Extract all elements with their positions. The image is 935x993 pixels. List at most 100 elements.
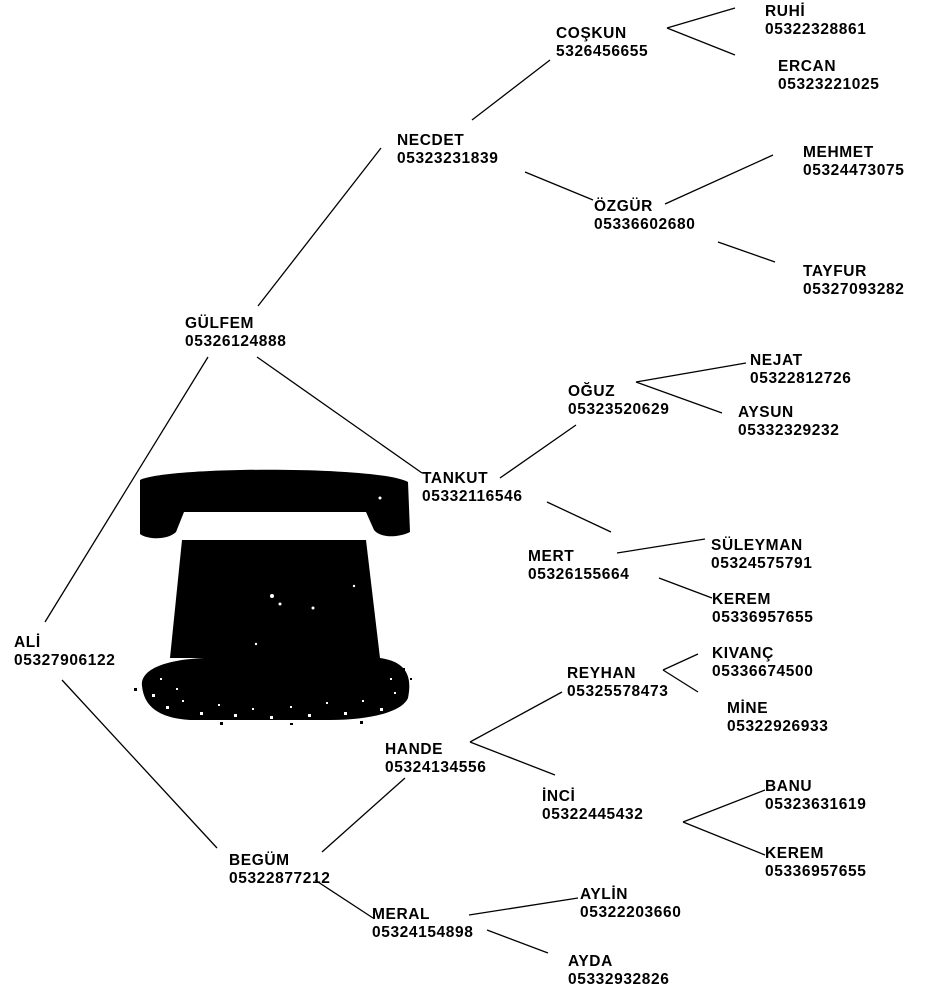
edge-oguz-nejat: [635, 362, 747, 383]
person-name: AYLİN: [580, 886, 629, 903]
edge-reyhan-mine: [662, 669, 699, 693]
edge-mert-suleyman: [616, 538, 706, 554]
person-node-reyhan: REYHAN 05325578473: [567, 665, 668, 701]
person-phone: 05332932826: [568, 971, 670, 988]
edge-inci-kerem: [682, 821, 766, 856]
edge-coskun-ruhi: [666, 7, 736, 29]
person-name: BEGÜM: [229, 852, 290, 869]
person-phone: 05336602680: [594, 216, 696, 233]
person-node-ozgur: ÖZGÜR 05336602680: [594, 198, 695, 234]
person-phone: 05332329232: [738, 422, 840, 439]
edge-ozgur-tayfur: [717, 241, 776, 263]
person-name: REYHAN: [567, 665, 637, 682]
person-node-suleyman: SÜLEYMAN 05324575791: [711, 537, 812, 573]
person-phone: 05322328861: [765, 21, 867, 38]
person-name: COŞKUN: [556, 25, 627, 42]
person-name: MERT: [528, 548, 575, 565]
person-name: MİNE: [727, 700, 769, 717]
person-phone: 05322445432: [542, 806, 644, 823]
person-node-aylin: AYLİN 05322203660: [580, 886, 681, 922]
person-node-hande: HANDE 05324134556: [385, 741, 486, 777]
person-node-tankut: TANKUT 05332116546: [422, 470, 523, 506]
person-phone: 05324575791: [711, 555, 813, 572]
person-node-banu: BANU 05323631619: [765, 778, 866, 814]
person-name: NEJAT: [750, 352, 803, 369]
person-phone: 05327093282: [803, 281, 905, 298]
person-node-ercan: ERCAN 05323221025: [778, 58, 879, 94]
edge-begum-hande: [321, 777, 406, 853]
person-node-ruhi: RUHİ 05322328861: [765, 3, 866, 39]
person-node-mehmet: MEHMET 05324473075: [803, 144, 904, 180]
person-phone: 05323221025: [778, 76, 880, 93]
person-node-kerem-1: KEREM 05336957655: [712, 591, 813, 627]
person-name: MEHMET: [803, 144, 874, 161]
person-name: ALİ: [14, 634, 41, 651]
edge-gulfem-necdet: [257, 147, 382, 307]
person-phone: 05336957655: [765, 863, 867, 880]
edge-coskun-ercan: [666, 27, 736, 56]
person-phone: 05326124888: [185, 333, 287, 350]
edge-tankut-mert: [546, 501, 612, 533]
person-name: ERCAN: [778, 58, 837, 75]
person-node-ayda: AYDA 05332932826: [568, 953, 669, 989]
person-name: HANDE: [385, 741, 444, 758]
edge-necdet-coskun: [471, 59, 551, 121]
rotary-telephone-icon: [134, 469, 412, 725]
edge-necdet-ozgur: [524, 171, 594, 201]
person-phone: 05336674500: [712, 663, 814, 680]
person-name: TANKUT: [422, 470, 489, 487]
person-name: OĞUZ: [568, 383, 616, 400]
person-node-necdet: NECDET 05323231839: [397, 132, 498, 168]
person-name: MERAL: [372, 906, 431, 923]
edge-hande-reyhan: [469, 691, 563, 743]
edge-begum-meral: [314, 879, 374, 919]
person-node-oguz: OĞUZ 05323520629: [568, 383, 669, 419]
person-phone: 05324134556: [385, 759, 487, 776]
edge-tankut-oguz: [499, 424, 577, 479]
edge-reyhan-kivanc: [662, 653, 699, 671]
person-node-aysun: AYSUN 05332329232: [738, 404, 839, 440]
person-name: AYSUN: [738, 404, 794, 421]
person-phone: 05325578473: [567, 683, 669, 700]
person-name: İNCİ: [542, 788, 576, 805]
person-node-begum: BEGÜM 05322877212: [229, 852, 330, 888]
person-name: KEREM: [712, 591, 771, 608]
edge-mert-kerem: [658, 577, 713, 599]
edge-oguz-aysun: [635, 381, 723, 414]
person-phone: 05322877212: [229, 870, 331, 887]
person-phone: 05332116546: [422, 488, 523, 505]
person-phone: 05323631619: [765, 796, 867, 813]
person-phone: 05336957655: [712, 609, 814, 626]
edge-ali-begum: [61, 679, 218, 849]
person-phone: 05322812726: [750, 370, 852, 387]
person-node-kerem-2: KEREM 05336957655: [765, 845, 866, 881]
edge-meral-ayda: [486, 929, 549, 954]
person-phone: 05326155664: [528, 566, 630, 583]
person-phone: 05323520629: [568, 401, 670, 418]
person-name: KEREM: [765, 845, 824, 862]
edge-ozgur-mehmet: [664, 154, 774, 205]
person-phone: 05322203660: [580, 904, 682, 921]
person-node-coskun: COŞKUN 5326456655: [556, 25, 648, 61]
person-name: RUHİ: [765, 3, 806, 20]
person-name: NECDET: [397, 132, 465, 149]
edge-ali-gulfem: [44, 356, 209, 623]
person-phone: 5326456655: [556, 43, 649, 60]
person-name: AYDA: [568, 953, 613, 970]
person-phone: 05324473075: [803, 162, 905, 179]
person-node-gulfem: GÜLFEM 05326124888: [185, 315, 286, 351]
person-node-mine: MİNE 05322926933: [727, 700, 828, 736]
edge-hande-inci: [469, 741, 556, 776]
person-phone: 05327906122: [14, 652, 116, 669]
person-node-tayfur: TAYFUR 05327093282: [803, 263, 904, 299]
person-name: TAYFUR: [803, 263, 867, 280]
person-node-inci: İNCİ 05322445432: [542, 788, 643, 824]
person-phone: 05322926933: [727, 718, 829, 735]
person-name: GÜLFEM: [185, 315, 255, 332]
person-phone: 05323231839: [397, 150, 499, 167]
person-node-ali: ALİ 05327906122: [14, 634, 115, 670]
person-node-mert: MERT 05326155664: [528, 548, 629, 584]
person-node-kivanc: KIVANÇ 05336674500: [712, 645, 813, 681]
